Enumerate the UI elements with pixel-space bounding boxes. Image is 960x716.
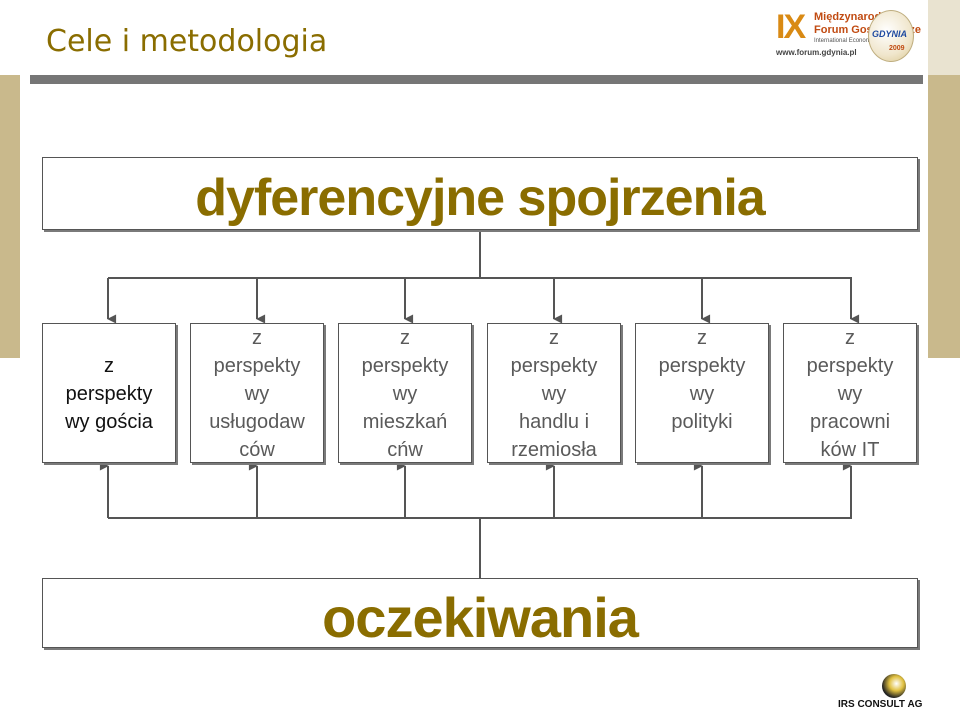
forum-logo: IX Międzynarodowe Forum Gospodarcze Inte… xyxy=(776,8,921,62)
logo-year: 2009 xyxy=(889,45,905,52)
slide-title: Cele i metodologia xyxy=(46,24,328,59)
perspective-label-residents: z perspekty wy mieszkań cńw xyxy=(361,327,449,461)
logo-url: www.forum.gdynia.pl xyxy=(776,48,857,57)
left-side-bar xyxy=(0,75,20,358)
perspective-label-trade: z perspekty wy handlu i rzemiosła xyxy=(510,327,598,461)
perspective-box-politics: z perspekty wy polityki xyxy=(635,323,769,463)
right-side-bar xyxy=(928,0,960,358)
top-box: dyferencyjne spojrzenia xyxy=(42,157,918,230)
perspective-box-residents: z perspekty wy mieszkań cńw xyxy=(338,323,472,463)
logo-roman-numeral: IX xyxy=(776,8,806,46)
title-rule xyxy=(30,75,923,84)
top-box-label: dyferencyjne spojrzenia xyxy=(195,169,765,227)
logo-badge-text: GDYNIA xyxy=(872,29,908,39)
bottom-box: oczekiwania xyxy=(42,578,918,649)
bottom-box-label: oczekiwania xyxy=(322,586,639,649)
logo-line-3: International Economic Forum xyxy=(814,38,895,44)
gdynia-badge-icon: GDYNIA 2009 xyxy=(868,10,914,62)
perspective-label-guest: z perspekty wy gościa xyxy=(65,355,153,433)
perspective-label-politics: z perspekty wy polityki xyxy=(658,327,746,433)
perspective-box-guest: z perspekty wy gościa xyxy=(42,323,176,463)
perspective-label-it: z perspekty wy pracowni ków IT xyxy=(806,327,894,461)
company-name: IRS CONSULT AG xyxy=(838,699,923,710)
perspective-box-trade: z perspekty wy handlu i rzemiosła xyxy=(487,323,621,463)
company-logo: IRS CONSULT AG xyxy=(838,670,938,716)
disc-icon xyxy=(882,674,906,698)
perspective-box-it: z perspekty wy pracowni ków IT xyxy=(783,323,917,463)
perspective-label-service: z perspekty wy usługodaw ców xyxy=(209,327,305,461)
perspective-box-service: z perspekty wy usługodaw ców xyxy=(190,323,324,463)
